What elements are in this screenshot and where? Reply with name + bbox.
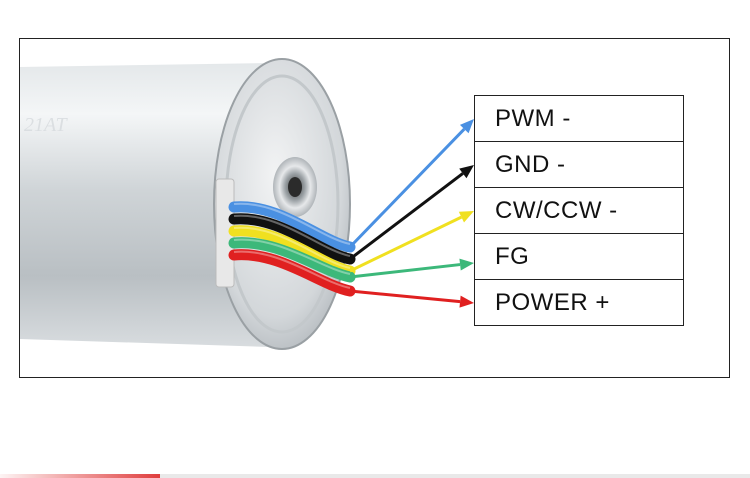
wire [228, 213, 356, 265]
connection-arrow [349, 172, 464, 261]
connection-label: FG [474, 233, 684, 280]
connection-row: POWER + [474, 279, 684, 326]
connection-arrow [348, 128, 466, 249]
connection-row: PWM - [474, 95, 684, 142]
wire [228, 249, 356, 297]
connection-row: GND - [474, 141, 684, 188]
connection-arrow [349, 289, 461, 304]
connection-row: CW/CCW - [474, 187, 684, 234]
connection-label: POWER + [474, 279, 684, 326]
arrowhead-icon [459, 165, 474, 179]
connection-row: FG [474, 233, 684, 280]
connection-arrow [349, 215, 463, 273]
wire [228, 201, 356, 253]
wire [228, 225, 356, 277]
connection-label: GND - [474, 141, 684, 188]
connection-label: CW/CCW - [474, 187, 684, 234]
arrowhead-icon [459, 295, 474, 308]
arrowhead-icon [459, 119, 474, 134]
connection-arrow [349, 263, 461, 279]
motor-wiring-illustration: 21AT [20, 58, 474, 350]
wire [228, 237, 356, 283]
connection-label: PWM - [474, 95, 684, 142]
motor-engraving: 21AT [24, 114, 68, 136]
bottom-divider [0, 474, 750, 478]
arrowhead-icon [458, 211, 474, 223]
arrowhead-icon [459, 258, 474, 271]
